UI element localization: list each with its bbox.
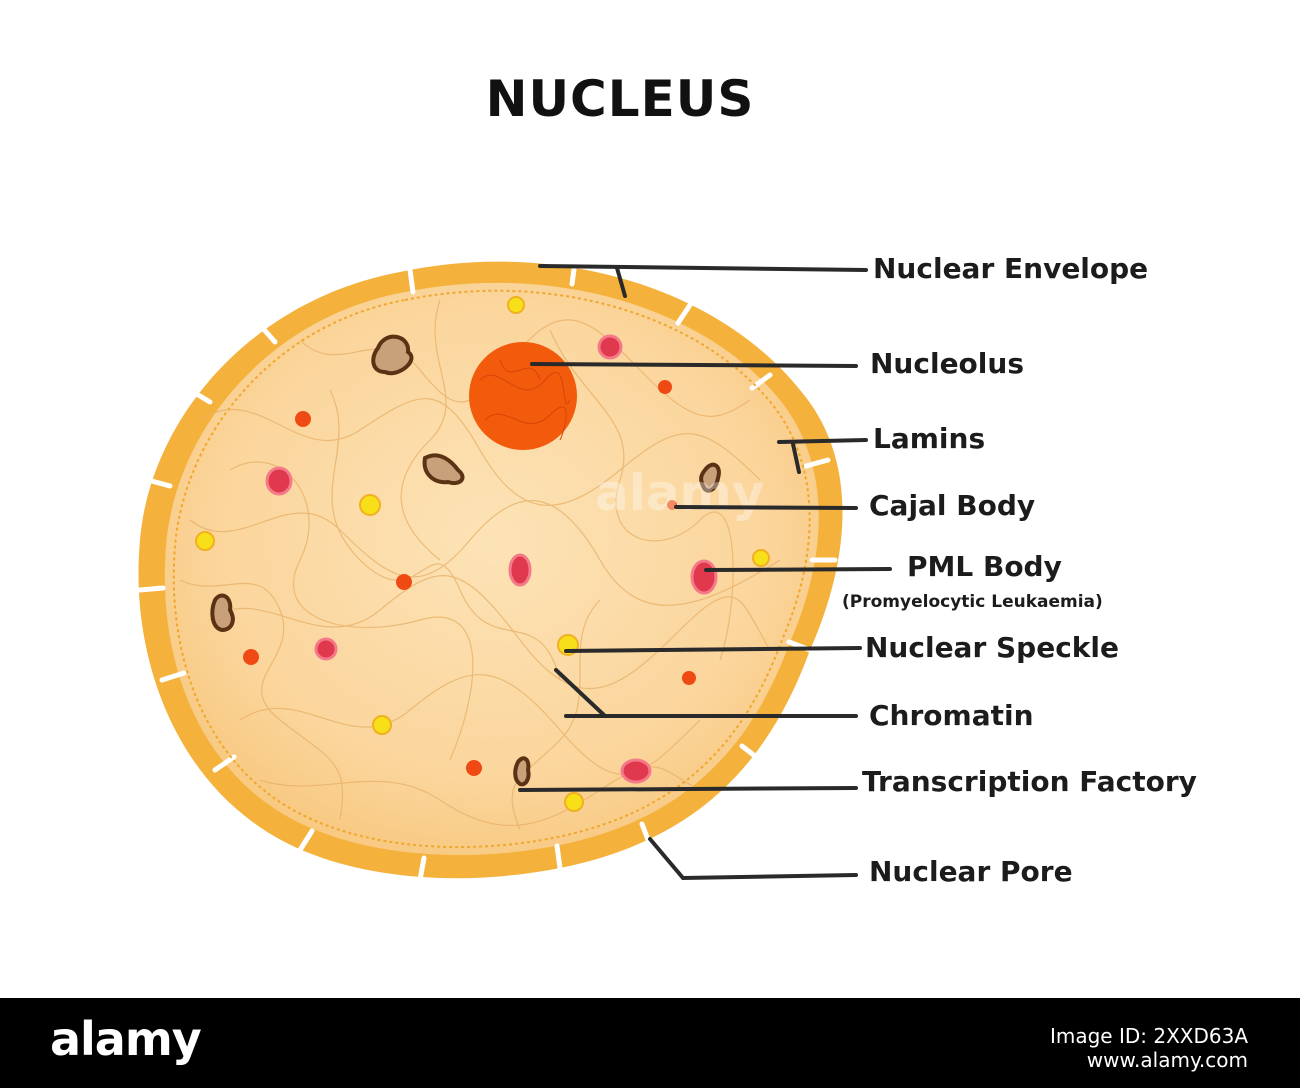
label-pml-body: PML Body bbox=[907, 550, 1062, 583]
leader-nuclear-speckle bbox=[564, 646, 862, 653]
cajal-body bbox=[658, 380, 672, 394]
nuclear-pore bbox=[554, 843, 563, 871]
nuclear-speckle bbox=[564, 792, 584, 812]
leader-nuclear-envelope bbox=[538, 264, 868, 272]
label-nuclear-envelope: Nuclear Envelope bbox=[873, 252, 1149, 285]
label-lamins: Lamins bbox=[873, 422, 986, 455]
cajal-body bbox=[396, 574, 412, 590]
leader-lines bbox=[518, 264, 892, 881]
nuclear-pore bbox=[145, 477, 173, 489]
leader-nuclear-envelope-tick bbox=[615, 266, 627, 298]
label-pml-subtitle: (Promyelocytic Leukaemia) bbox=[842, 592, 1103, 612]
label-nuclear-speckle: Nuclear Speckle bbox=[865, 631, 1120, 664]
leader-lamins bbox=[777, 438, 868, 444]
leader-cajal-body bbox=[674, 505, 858, 510]
pml-body bbox=[597, 334, 623, 360]
cajal-body bbox=[295, 411, 311, 427]
nuclear-pore bbox=[639, 821, 653, 848]
nuclear-pore bbox=[739, 743, 763, 763]
label-chromatin: Chromatin bbox=[869, 699, 1034, 732]
nuclear-pore bbox=[212, 754, 237, 773]
footer-bar: alamy Image ID: 2XXD63A www.alamy.com bbox=[0, 998, 1300, 1088]
nuclear-pore bbox=[297, 828, 315, 853]
nuclear-pore bbox=[803, 457, 831, 469]
nuclear-pore bbox=[417, 855, 427, 883]
leader-lamins-tick bbox=[791, 442, 801, 474]
nuclear-speckle bbox=[752, 549, 770, 567]
cajal-body bbox=[682, 671, 696, 685]
pml-body bbox=[265, 466, 293, 496]
pml-body bbox=[620, 758, 652, 784]
leader-pml-body bbox=[704, 567, 892, 572]
nuclear-pore bbox=[257, 322, 278, 345]
nuclear-pore bbox=[159, 670, 187, 683]
cajal-body bbox=[243, 649, 259, 665]
nucleoplasm bbox=[164, 282, 819, 856]
transcription-factory bbox=[422, 453, 465, 485]
leader-nuclear-pore bbox=[648, 837, 858, 881]
label-nucleolus: Nucleolus bbox=[870, 347, 1024, 380]
transcription-factory bbox=[699, 462, 721, 493]
nucleus-diagram: alamy bbox=[137, 261, 892, 883]
nuclear-speckle bbox=[195, 531, 215, 551]
nucleolus bbox=[469, 342, 577, 450]
nuclear-speckle bbox=[359, 494, 381, 516]
pml-bodies bbox=[265, 334, 718, 784]
transcription-factories bbox=[210, 334, 721, 787]
lamina bbox=[172, 289, 811, 849]
nucleolus-fibers bbox=[479, 359, 571, 441]
nuclear-pore bbox=[675, 302, 693, 326]
nuclear-pore bbox=[137, 585, 166, 593]
nuclear-pore bbox=[407, 267, 416, 295]
transcription-factory bbox=[513, 756, 531, 787]
pml-body bbox=[690, 559, 718, 595]
cajal-body bbox=[466, 760, 482, 776]
pml-body bbox=[314, 637, 338, 661]
transcription-factory bbox=[371, 334, 414, 376]
watermark: alamy bbox=[595, 464, 764, 522]
diagram-title: NUCLEUS bbox=[485, 70, 755, 128]
footer-brand-logo: alamy bbox=[50, 1012, 202, 1066]
footer-image-id: Image ID: 2XXD63A bbox=[1049, 1024, 1248, 1048]
label-transcription-factory: Transcription Factory bbox=[862, 765, 1197, 798]
label-nuclear-pore: Nuclear Pore bbox=[869, 855, 1073, 888]
nuclear-speckle bbox=[372, 715, 392, 735]
pml-body bbox=[508, 553, 532, 587]
nuclear-pore bbox=[187, 387, 213, 405]
transcription-factory bbox=[210, 593, 235, 633]
footer-website: www.alamy.com bbox=[1086, 1048, 1248, 1072]
label-cajal-body: Cajal Body bbox=[869, 489, 1036, 522]
cajal-bodies bbox=[243, 380, 696, 776]
nuclear-speckle bbox=[507, 296, 525, 314]
leader-transcription-factory bbox=[518, 786, 858, 792]
leader-nucleolus bbox=[530, 362, 858, 368]
